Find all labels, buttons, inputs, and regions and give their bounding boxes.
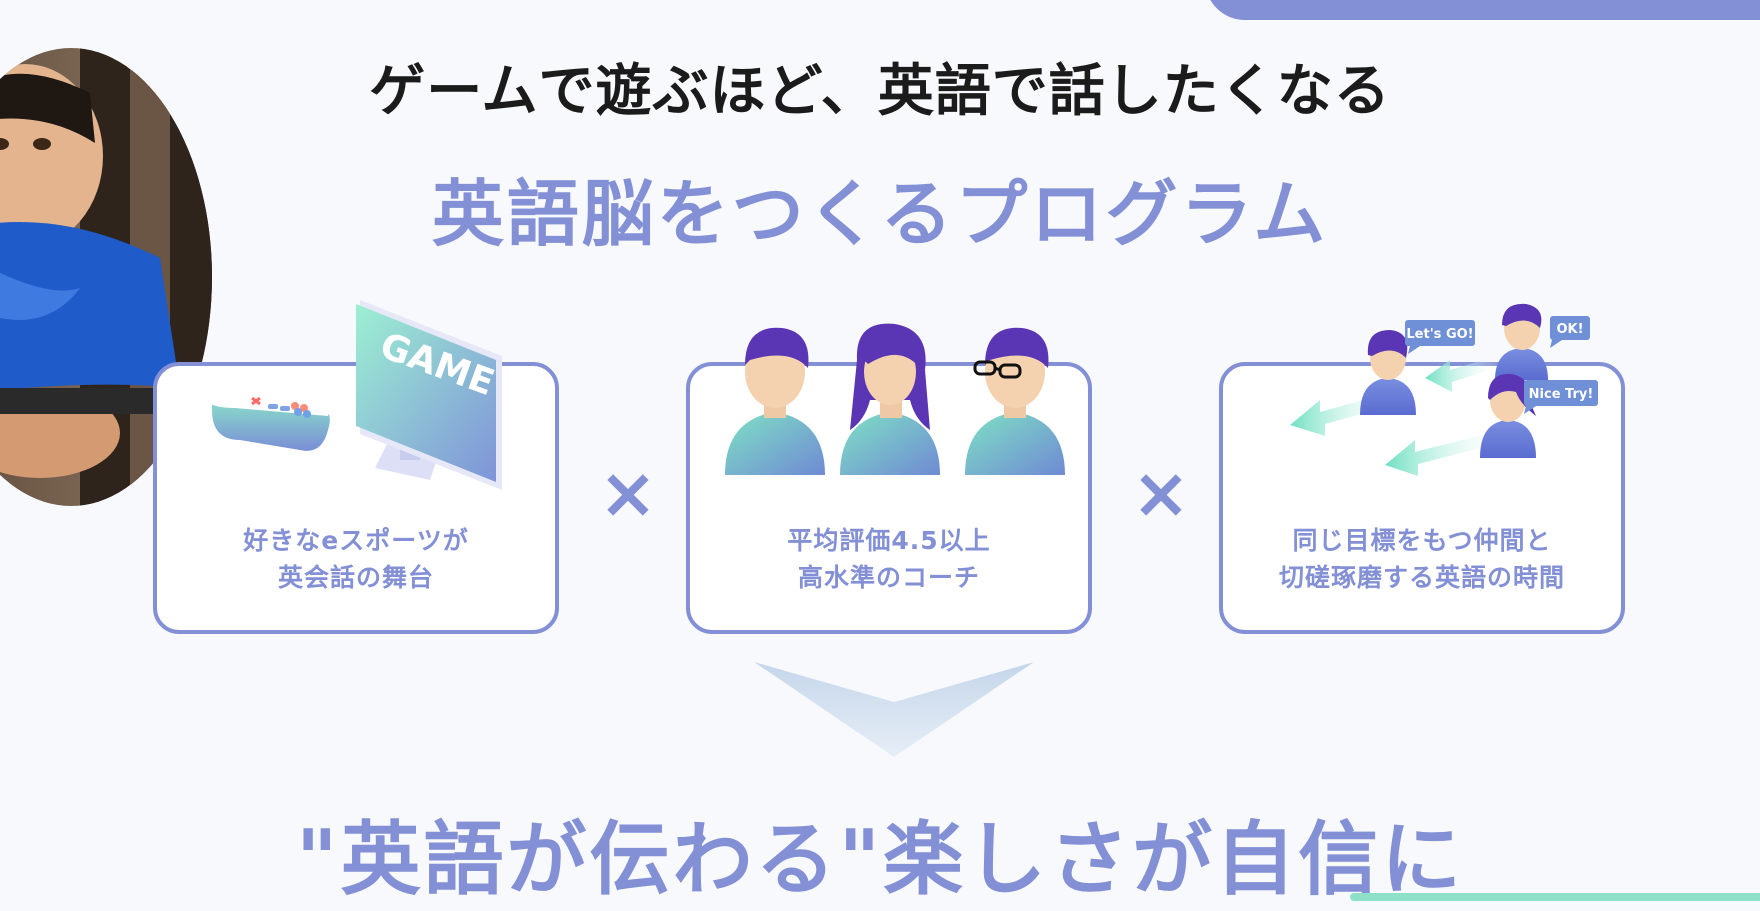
bottom-accent-bar <box>1350 893 1760 901</box>
card-caption-line1: 好きなeスポーツが <box>243 526 469 555</box>
headline: ゲームで遊ぶほど、英語で話したくなる <box>369 59 1391 124</box>
card-caption-line2: 高水準のコーチ <box>797 563 980 592</box>
card-caption-line1: 平均評価4.5以上 <box>787 526 991 555</box>
bubble-lets-go: Let's GO! <box>1406 327 1473 342</box>
card-caption: 平均評価4.5以上 高水準のコーチ <box>690 522 1088 596</box>
top-accent-bar <box>1205 0 1760 20</box>
multiply-icon-2: × <box>1131 452 1191 534</box>
team-conversation-icon: Let's GO! OK! Nice Try! <box>1290 303 1598 476</box>
card-caption-line2: 英会話の舞台 <box>277 563 434 592</box>
chevron-down-icon <box>754 662 1034 757</box>
feature-card-teammates: 同じ目標をもつ仲間と 切磋琢磨する英語の時間 <box>1219 362 1625 634</box>
card-caption: 同じ目標をもつ仲間と 切磋琢磨する英語の時間 <box>1223 522 1621 596</box>
card-caption: 好きなeスポーツが 英会話の舞台 <box>157 522 555 596</box>
multiply-icon-1: × <box>598 452 658 534</box>
card-caption-line2: 切磋琢磨する英語の時間 <box>1278 563 1565 592</box>
game-controller-and-monitor-icon: GAME <box>208 300 502 490</box>
card-caption-line1: 同じ目標をもつ仲間と <box>1292 526 1552 555</box>
bubble-nice-try: Nice Try! <box>1529 387 1594 402</box>
coaches-group-icon <box>725 323 1065 475</box>
subheadline: 英語脳をつくるプログラム <box>431 172 1329 256</box>
bubble-ok: OK! <box>1556 322 1583 337</box>
conclusion-text: "英語が伝わる"楽しさが自信に <box>295 813 1465 906</box>
